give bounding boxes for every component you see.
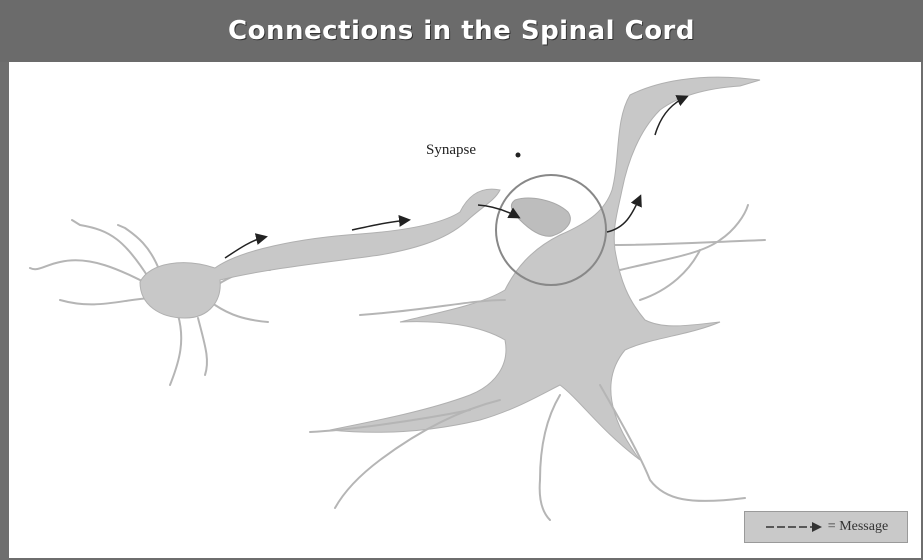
right-neuron-body bbox=[329, 76, 761, 461]
left-neuron-body bbox=[139, 188, 501, 319]
diagram-title: Connections in the Spinal Cord bbox=[228, 16, 695, 46]
legend-text: = Message bbox=[827, 519, 889, 534]
synapse-circle bbox=[495, 174, 607, 286]
message-arrows bbox=[224, 95, 689, 259]
synapse-pointer-dot bbox=[515, 152, 521, 158]
axon-terminal bbox=[510, 197, 571, 237]
legend-arrow-icon bbox=[765, 522, 822, 532]
title-bar: Connections in the Spinal Cord bbox=[0, 0, 923, 62]
right-neuron-dendrites bbox=[309, 204, 766, 521]
legend: = Message bbox=[744, 511, 908, 543]
synapse-label: Synapse bbox=[426, 142, 476, 158]
